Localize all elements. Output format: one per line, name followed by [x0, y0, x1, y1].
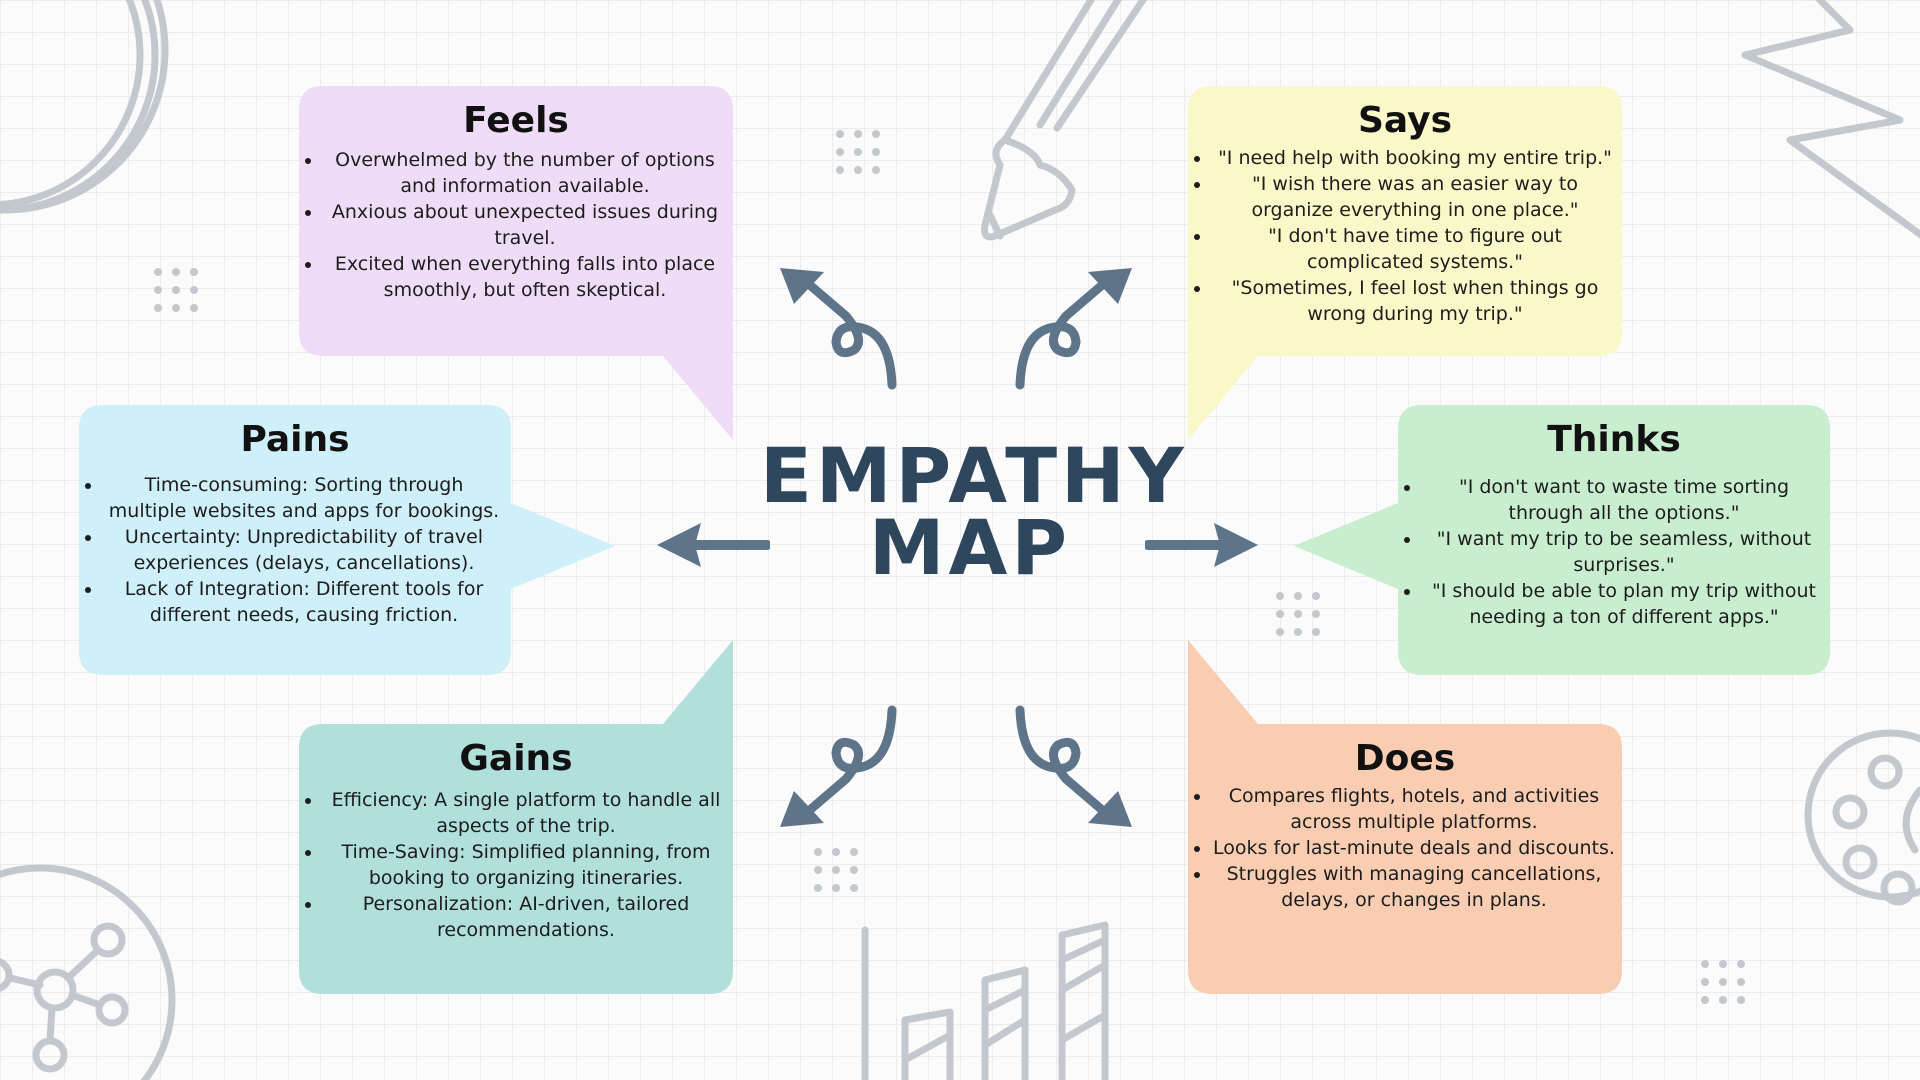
list-item: "I should be able to plan my trip withou…: [1422, 578, 1826, 630]
pencil-icon: [981, 0, 1148, 241]
network-icon: [0, 864, 176, 1080]
thinks-bubble-shape: [1294, 405, 1830, 675]
arrow-down-right-icon: [1015, 705, 1132, 827]
list-item: "I don't want to waste time sorting thro…: [1422, 474, 1826, 526]
feels-list: Overwhelmed by the number of options and…: [299, 147, 733, 303]
does-heading: Does: [1354, 738, 1456, 779]
thinks-list: "I don't want to waste time sorting thro…: [1398, 474, 1830, 630]
feels-bubble: Feels Overwhelmed by the number of optio…: [299, 86, 733, 442]
does-bubble-shape: [1188, 640, 1622, 994]
list-item: Time-consuming: Sorting through multiple…: [103, 472, 505, 524]
does-bubble: Does Compares flights, hotels, and activ…: [1188, 640, 1622, 994]
list-item: Lack of Integration: Different tools for…: [103, 576, 505, 628]
list-item: Overwhelmed by the number of options and…: [323, 147, 727, 199]
zigzag-icon: [1741, 0, 1920, 239]
gains-list: Efficiency: A single platform to handle …: [299, 787, 733, 943]
gains-heading: Gains: [459, 738, 573, 779]
gains-bubble: Gains Efficiency: A single platform to h…: [299, 640, 733, 994]
list-item: Uncertainty: Unpredictability of travel …: [103, 524, 505, 576]
pains-list: Time-consuming: Sorting through multiple…: [79, 472, 511, 628]
list-item: "I don't have time to figure out complic…: [1212, 223, 1618, 275]
page-title: EMPATHY MAP: [760, 431, 1188, 592]
list-item: Efficiency: A single platform to handle …: [323, 787, 729, 839]
list-item: "I wish there was an easier way to organ…: [1212, 171, 1618, 223]
says-bubble-shape: [1188, 86, 1622, 440]
pains-bubble: Pains Time-consuming: Sorting through mu…: [79, 405, 615, 675]
thinks-bubble: Thinks "I don't want to waste time sorti…: [1294, 405, 1830, 675]
palette-icon: [1804, 729, 1920, 906]
circle-doodle-icon: [0, 0, 169, 214]
arrow-down-left-icon: [780, 705, 897, 827]
feels-heading: Feels: [463, 100, 569, 141]
says-bubble: Says "I need help with booking my entire…: [1188, 86, 1622, 442]
list-item: Time-Saving: Simplified planning, from b…: [323, 839, 729, 891]
feels-bubble-shape: [299, 86, 733, 440]
arrow-up-right-icon: [1015, 268, 1132, 390]
list-item: Looks for last-minute deals and discount…: [1212, 835, 1616, 861]
list-item: "I need help with booking my entire trip…: [1212, 145, 1618, 171]
thinks-heading: Thinks: [1547, 419, 1681, 460]
list-item: "Sometimes, I feel lost when things go w…: [1212, 275, 1618, 327]
says-heading: Says: [1357, 100, 1452, 141]
says-list: "I need help with booking my entire trip…: [1188, 145, 1622, 327]
list-item: Personalization: AI-driven, tailored rec…: [323, 891, 729, 943]
list-item: Excited when everything falls into place…: [323, 251, 727, 303]
does-list: Compares flights, hotels, and activities…: [1188, 783, 1622, 913]
arrow-left-icon: [657, 523, 770, 567]
bar-chart-icon: [861, 921, 1109, 1080]
arrow-right-icon: [1145, 523, 1258, 567]
dots-icon: [154, 130, 1745, 1004]
list-item: "I want my trip to be seamless, without …: [1422, 526, 1826, 578]
list-item: Anxious about unexpected issues during t…: [323, 199, 727, 251]
arrow-up-left-icon: [780, 268, 897, 390]
pains-bubble-shape: [79, 405, 615, 675]
pains-heading: Pains: [240, 419, 350, 460]
list-item: Compares flights, hotels, and activities…: [1212, 783, 1616, 835]
list-item: Struggles with managing cancellations, d…: [1212, 861, 1616, 913]
gains-bubble-shape: [299, 640, 733, 994]
